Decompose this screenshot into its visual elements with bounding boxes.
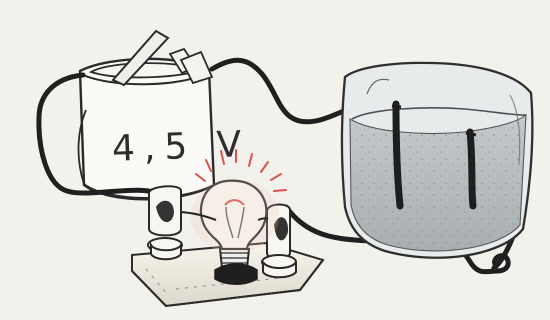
left-terminal <box>148 186 182 259</box>
battery-voltage-label: 4,5 V <box>111 126 217 170</box>
glass-beaker <box>342 63 532 258</box>
